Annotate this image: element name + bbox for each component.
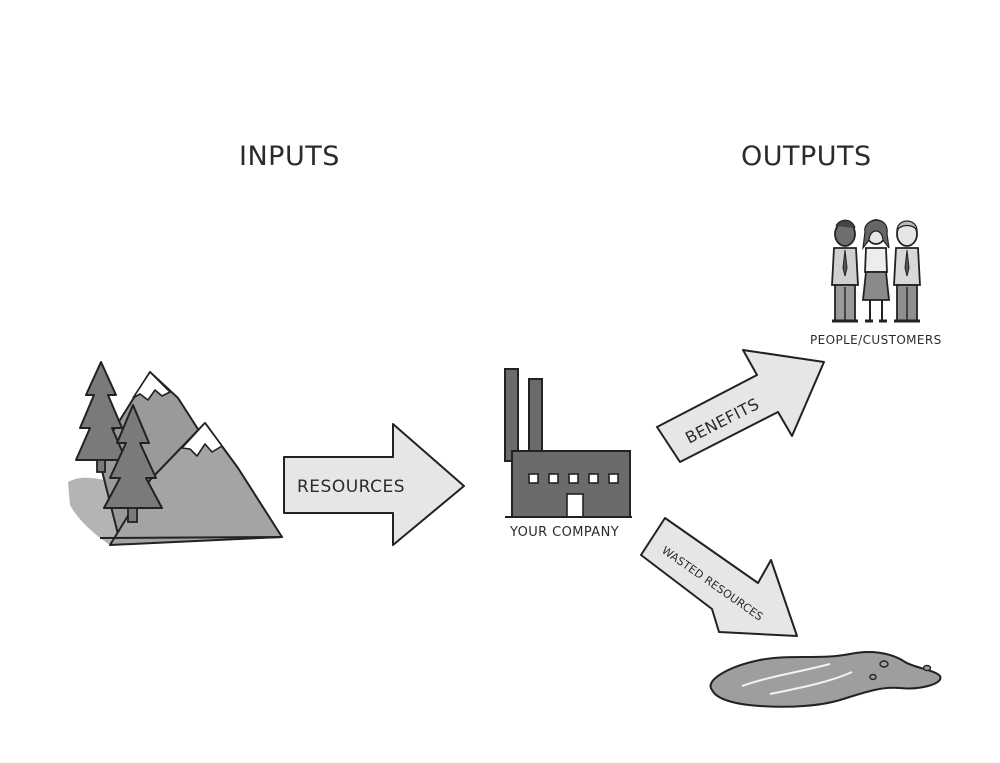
mountains-trees-icon [68, 361, 283, 546]
person-man-icon [831, 219, 859, 323]
people-caption: PEOPLE/CUSTOMERS [810, 333, 942, 347]
people-icon [831, 219, 921, 323]
puddle-icon [709, 651, 942, 708]
inputs-heading: INPUTS [239, 141, 340, 172]
benefits-arrow: BENEFITS [656, 349, 825, 463]
wasted-arrow: WASTED RESOURCES [640, 517, 798, 637]
factory-icon [504, 368, 632, 518]
person-woman-icon [861, 219, 891, 323]
person-man-2-icon [893, 220, 921, 323]
company-caption: YOUR COMPANY [510, 525, 620, 540]
resources-label: RESOURCES [297, 477, 405, 497]
resources-arrow: RESOURCES [283, 423, 465, 546]
outputs-heading: OUTPUTS [741, 141, 872, 172]
